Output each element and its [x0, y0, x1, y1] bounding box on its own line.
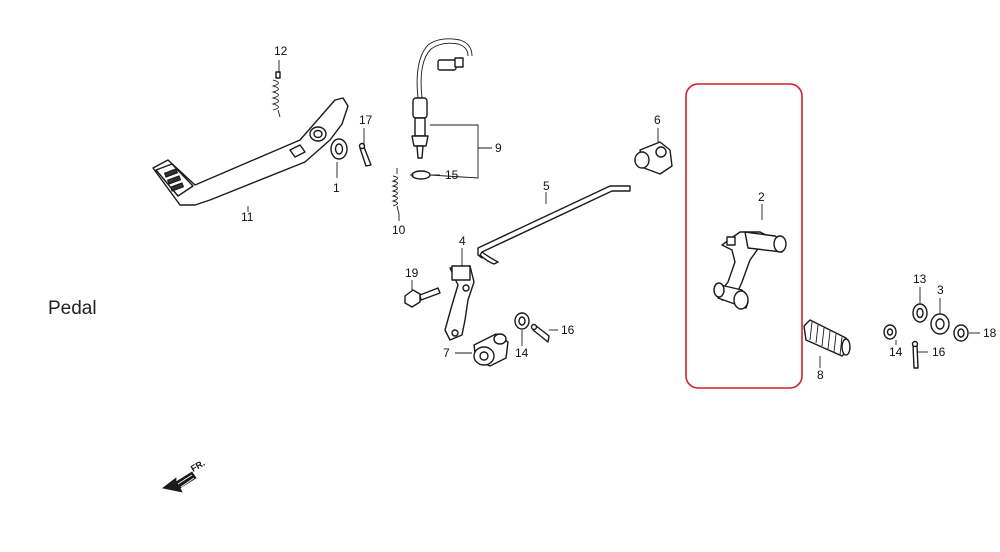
- part-14-washer-right[interactable]: [883, 324, 897, 340]
- part-4-shift-arm[interactable]: [444, 265, 475, 341]
- callout-16-left: 16: [561, 323, 575, 337]
- callout-14-right: 14: [889, 345, 903, 359]
- part-6-rod-joint[interactable]: [634, 141, 673, 175]
- diagram-title: Pedal: [48, 298, 97, 319]
- callout-15: 15: [445, 168, 459, 182]
- callout-2: 2: [758, 190, 765, 204]
- callout-7: 7: [443, 346, 450, 360]
- part-16-cotter-pin-left[interactable]: [530, 323, 550, 343]
- part-2-step-arm[interactable]: [713, 231, 787, 310]
- part-7-rod-joint[interactable]: [473, 333, 509, 367]
- callout-8: 8: [817, 368, 824, 382]
- callout-6: 6: [654, 113, 661, 127]
- part-9-brake-switch[interactable]: [411, 38, 473, 159]
- front-direction-arrow: FR.: [162, 458, 207, 493]
- callout-13: 13: [913, 272, 927, 286]
- callout-12: 12: [274, 44, 288, 58]
- part-16-cotter-pin-right[interactable]: [911, 340, 919, 369]
- front-label: FR.: [189, 458, 207, 474]
- callout-19: 19: [405, 266, 419, 280]
- part-17-cotter-pin[interactable]: [358, 142, 372, 167]
- callout-9: 9: [495, 141, 502, 155]
- highlight-box: [685, 83, 803, 389]
- callout-numbers: 12 1 17 10 11 9 15 5 6 4 19 7 14 16 2 8 …: [241, 44, 997, 382]
- part-8-pedal-rubber[interactable]: [803, 319, 851, 357]
- part-10-spring[interactable]: [391, 168, 400, 215]
- callout-3: 3: [937, 283, 944, 297]
- part-1-washer[interactable]: [330, 138, 348, 160]
- callout-11: 11: [241, 210, 254, 224]
- part-5-shift-rod[interactable]: [477, 185, 631, 265]
- callout-4: 4: [459, 234, 466, 248]
- callout-17: 17: [359, 113, 373, 127]
- callout-14-left: 14: [515, 346, 529, 360]
- callout-18: 18: [983, 326, 997, 340]
- part-18-washer[interactable]: [953, 324, 969, 342]
- callout-16-right: 16: [932, 345, 946, 359]
- part-11-brake-pedal[interactable]: [152, 97, 349, 206]
- part-3-washer[interactable]: [930, 313, 950, 335]
- part-15-clip[interactable]: [410, 170, 431, 180]
- part-13-washer[interactable]: [912, 303, 928, 323]
- callout-10: 10: [392, 223, 406, 237]
- part-19-bolt[interactable]: [404, 287, 441, 308]
- callout-1: 1: [333, 181, 340, 195]
- leader-lines: [247, 60, 980, 368]
- callout-5: 5: [543, 179, 550, 193]
- part-12-spring[interactable]: [271, 71, 281, 118]
- part-14-washer-left[interactable]: [514, 312, 530, 330]
